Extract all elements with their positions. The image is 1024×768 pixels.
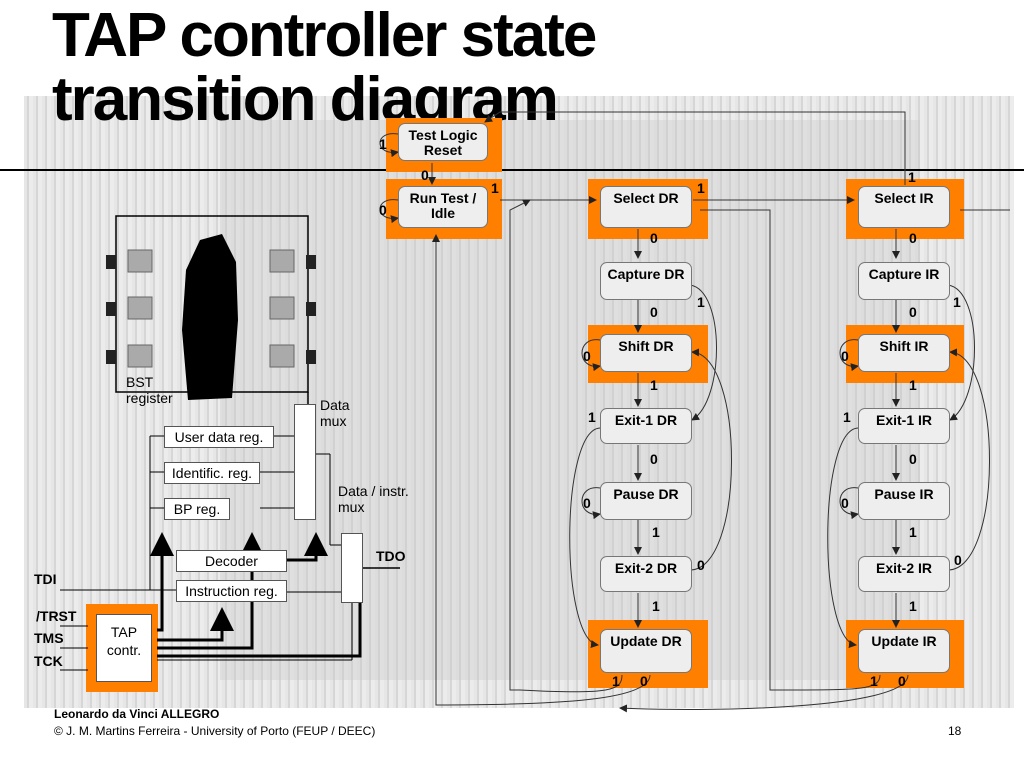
- footer-copyright: © J. M. Martins Ferreira - University of…: [54, 724, 376, 738]
- state-exit2-ir: Exit-2 IR: [858, 556, 950, 592]
- edge-label: 0: [650, 230, 658, 246]
- state-pause-ir: Pause IR: [858, 482, 950, 520]
- state-shift-ir: Shift IR: [858, 334, 950, 372]
- state-update-dr: Update DR: [600, 629, 692, 673]
- edge-label: 0: [909, 304, 917, 320]
- edge-label: 1: [652, 598, 660, 614]
- state-exit2-dr: Exit-2 DR: [600, 556, 692, 592]
- state-pause-dr: Pause DR: [600, 482, 692, 520]
- title-line-1: TAP controller state: [52, 1, 597, 70]
- decoder: Decoder: [176, 550, 287, 572]
- edge-label: 1: [909, 524, 917, 540]
- edge-label: 1: [588, 409, 596, 425]
- tap-controller: TAP contr.: [96, 614, 152, 682]
- state-update-ir: Update IR: [858, 629, 950, 673]
- edge-label: 1: [379, 136, 387, 152]
- edge-label: 1: [697, 294, 705, 310]
- edge-label: 0: [421, 167, 429, 183]
- edge-label: 1: [612, 673, 620, 689]
- state-shift-dr: Shift DR: [600, 334, 692, 372]
- data-mux: [294, 404, 316, 520]
- edge-label: 0: [583, 495, 591, 511]
- edge-label: 1: [953, 294, 961, 310]
- edge-label: 1: [909, 598, 917, 614]
- edge-label: 0: [954, 552, 962, 568]
- edge-label: 0: [898, 673, 906, 689]
- tdi-pin-label: TDI: [34, 571, 57, 587]
- edge-label: 1: [870, 673, 878, 689]
- tck-pin-label: TCK: [34, 653, 63, 669]
- state-exit1-ir: Exit-1 IR: [858, 408, 950, 444]
- state-exit1-dr: Exit-1 DR: [600, 408, 692, 444]
- edge-label: 0: [650, 451, 658, 467]
- state-select-dr: Select DR: [600, 186, 692, 228]
- edge-label: 0: [841, 495, 849, 511]
- edge-label: 0: [841, 348, 849, 364]
- state-capture-ir: Capture IR: [858, 262, 950, 300]
- state-select-ir: Select IR: [858, 186, 950, 228]
- chip-die-shadow: [220, 120, 920, 680]
- title-divider: [0, 169, 1024, 171]
- trst-pin-label: /TRST: [36, 608, 77, 624]
- edge-label: 1: [909, 377, 917, 393]
- edge-label: 1: [652, 524, 660, 540]
- edge-label: 1: [650, 377, 658, 393]
- edge-label: 0: [379, 202, 387, 218]
- footer-author: Leonardo da Vinci ALLEGRO: [54, 707, 220, 721]
- edge-label: 1: [491, 180, 499, 196]
- bypass-register: BP reg.: [164, 498, 230, 520]
- identification-register: Identific. reg.: [164, 462, 260, 484]
- edge-label: 0: [650, 304, 658, 320]
- tdo-pin-label: TDO: [376, 548, 406, 564]
- state-test-logic-reset: Test Logic Reset: [398, 123, 488, 161]
- state-run-test-idle: Run Test / Idle: [398, 186, 488, 228]
- data-instr-mux: [341, 533, 363, 603]
- user-data-register: User data reg.: [164, 426, 274, 448]
- tms-pin-label: TMS: [34, 630, 64, 646]
- state-capture-dr: Capture DR: [600, 262, 692, 300]
- edge-label: 1: [697, 180, 705, 196]
- edge-label: 1: [843, 409, 851, 425]
- edge-label: 0: [583, 348, 591, 364]
- data-mux-label: Data mux: [320, 397, 350, 429]
- edge-label: 1: [908, 169, 916, 185]
- bst-register-cells: [106, 234, 316, 400]
- edge-label: 0: [909, 230, 917, 246]
- data-instr-mux-label: Data / instr. mux: [338, 483, 409, 515]
- edge-label: 0: [697, 557, 705, 573]
- bst-register-label: BST register: [126, 374, 173, 406]
- edge-label: 0: [909, 451, 917, 467]
- instruction-register: Instruction reg.: [176, 580, 287, 602]
- edge-label: 0: [640, 673, 648, 689]
- page-number: 18: [948, 724, 962, 738]
